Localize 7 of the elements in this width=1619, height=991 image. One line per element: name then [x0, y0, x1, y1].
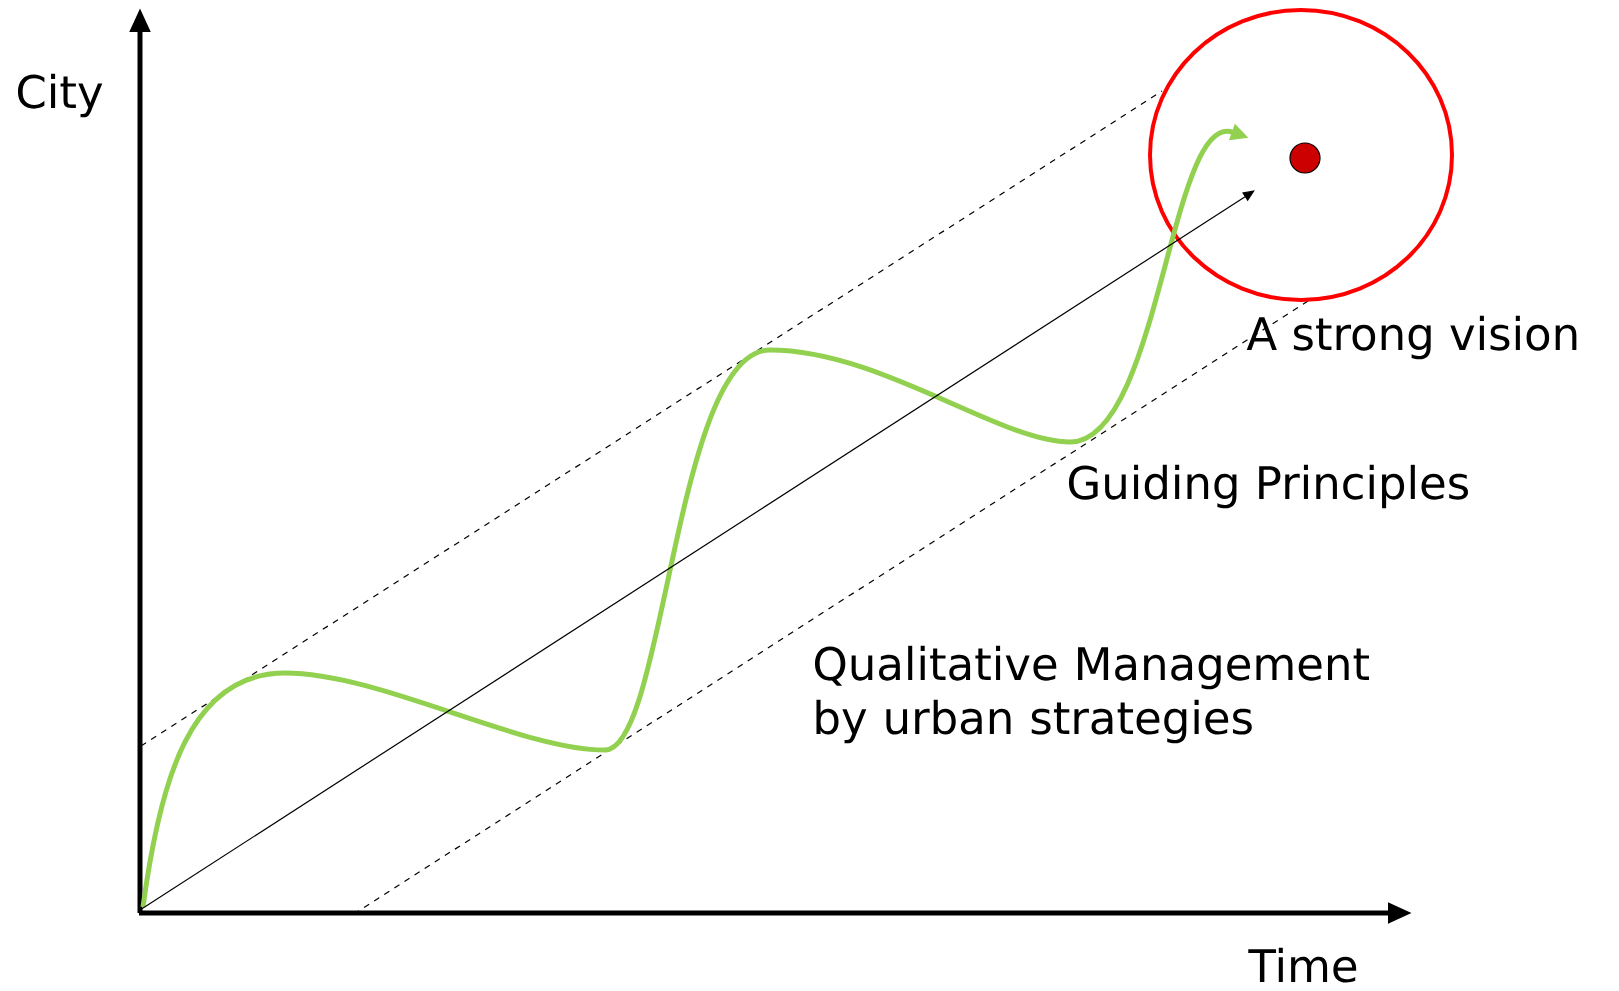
target-circle: [1148, 8, 1454, 302]
annotation: A strong vision: [1246, 315, 1577, 360]
annotation: Guiding Principles: [1068, 464, 1468, 509]
axis-label: Time: [1248, 947, 1357, 983]
axis-label: City: [17, 73, 103, 118]
target-dot: [1289, 142, 1321, 174]
annotation: Qualitative Management by urban strategies: [814, 645, 1369, 744]
